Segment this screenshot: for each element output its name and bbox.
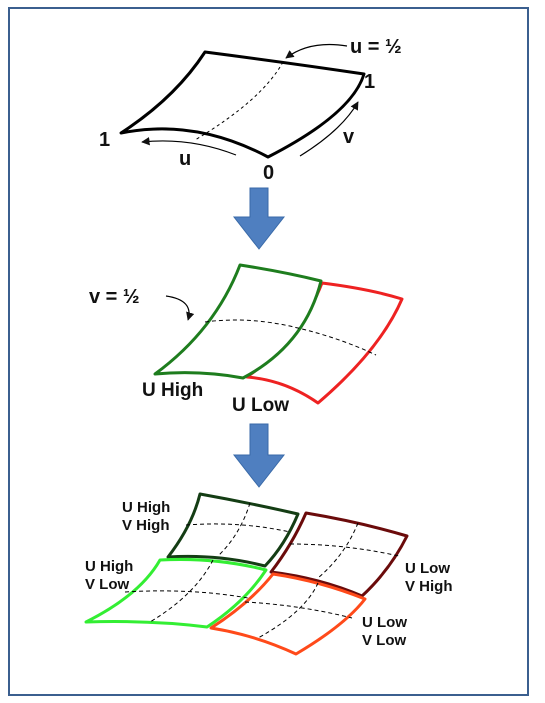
v-axis-label: v: [343, 126, 355, 148]
ul-vl-label-line1: U Low: [362, 614, 407, 631]
stage1-u-direction-arrow: [141, 137, 237, 156]
isoline-uh-vh-v: [185, 523, 291, 533]
isoline-uh-vh-u: [217, 502, 251, 557]
corner-zero-label: 0: [263, 162, 274, 184]
isoline-ul-vl-u: [257, 582, 319, 639]
isoline-uh-vl-u: [149, 559, 214, 623]
u-axis-label: u: [179, 148, 191, 170]
stage1-surface-outline: [119, 50, 366, 159]
stage2-surfaces: [153, 263, 404, 405]
uh-vh-label-line2: V High: [122, 517, 170, 534]
diagram-frame: [8, 7, 529, 696]
u-high-label: U High: [142, 380, 203, 401]
u-high-half-surface: [153, 263, 323, 380]
quadrant-u-high-v-low: [84, 557, 268, 629]
stage2-v-half-isoline: [204, 319, 377, 356]
stage1-u-half-isoline: [194, 61, 284, 141]
corner-one-left-label: 1: [99, 129, 110, 151]
stage1-surface: [119, 43, 366, 159]
ul-vh-label-line1: U Low: [405, 560, 450, 577]
stage1-u-half-leader: [285, 43, 348, 59]
stage3-surfaces: [84, 492, 409, 656]
down-arrow-1: [232, 187, 286, 250]
uh-vl-label-line1: U High: [85, 558, 133, 575]
uh-vh-label-line1: U High: [122, 499, 170, 516]
ul-vh-label-line2: V High: [405, 578, 453, 595]
stage1-v-direction-arrow: [299, 101, 359, 157]
ul-vl-label-line2: V Low: [362, 632, 406, 649]
isoline-ul-vh-v: [289, 543, 400, 557]
stage3-isolines: [124, 502, 400, 639]
down-arrow-2: [232, 423, 286, 488]
u-half-label: u = ½: [350, 36, 402, 58]
quadrant-u-low-v-high: [269, 511, 409, 598]
v-half-leader: [165, 295, 195, 321]
quadrant-u-low-v-low: [209, 572, 367, 656]
u-low-label: U Low: [232, 395, 289, 416]
isoline-uh-vl-v: [124, 590, 249, 599]
quadrant-u-high-v-high: [166, 492, 300, 568]
v-half-label: v = ½: [89, 286, 140, 308]
corner-one-right-label: 1: [364, 71, 375, 93]
uh-vl-label-line2: V Low: [85, 576, 129, 593]
